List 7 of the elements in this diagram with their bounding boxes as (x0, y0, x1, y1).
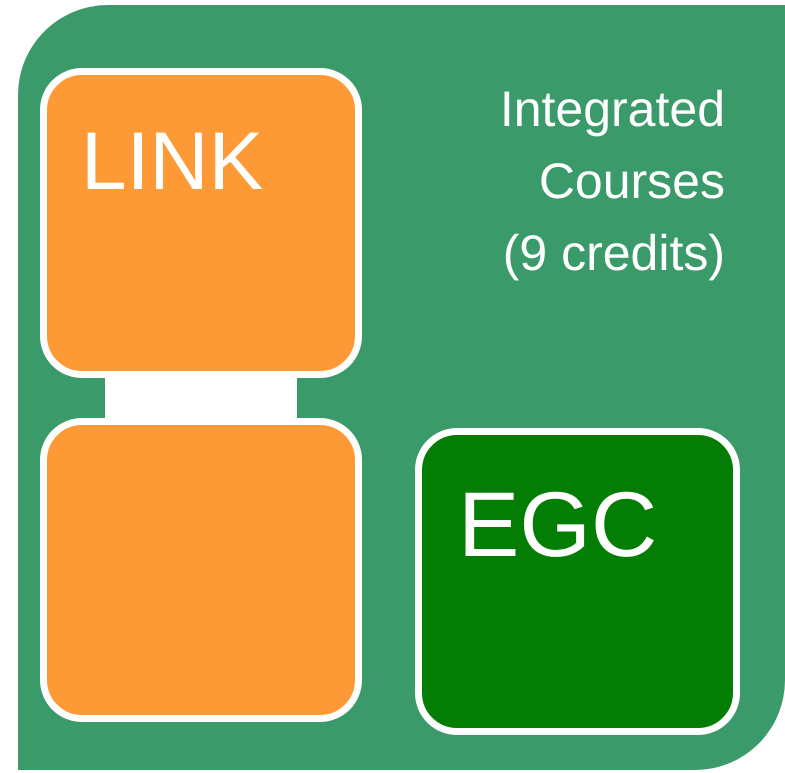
heading: Integrated Courses (9 credits) (498, 80, 725, 283)
box-label: EGC (458, 475, 658, 576)
rounded-box (40, 418, 362, 722)
rounded-box (40, 68, 362, 378)
rounded-box (415, 428, 740, 735)
panel-background (18, 5, 785, 770)
box-label: LINK (81, 117, 264, 208)
